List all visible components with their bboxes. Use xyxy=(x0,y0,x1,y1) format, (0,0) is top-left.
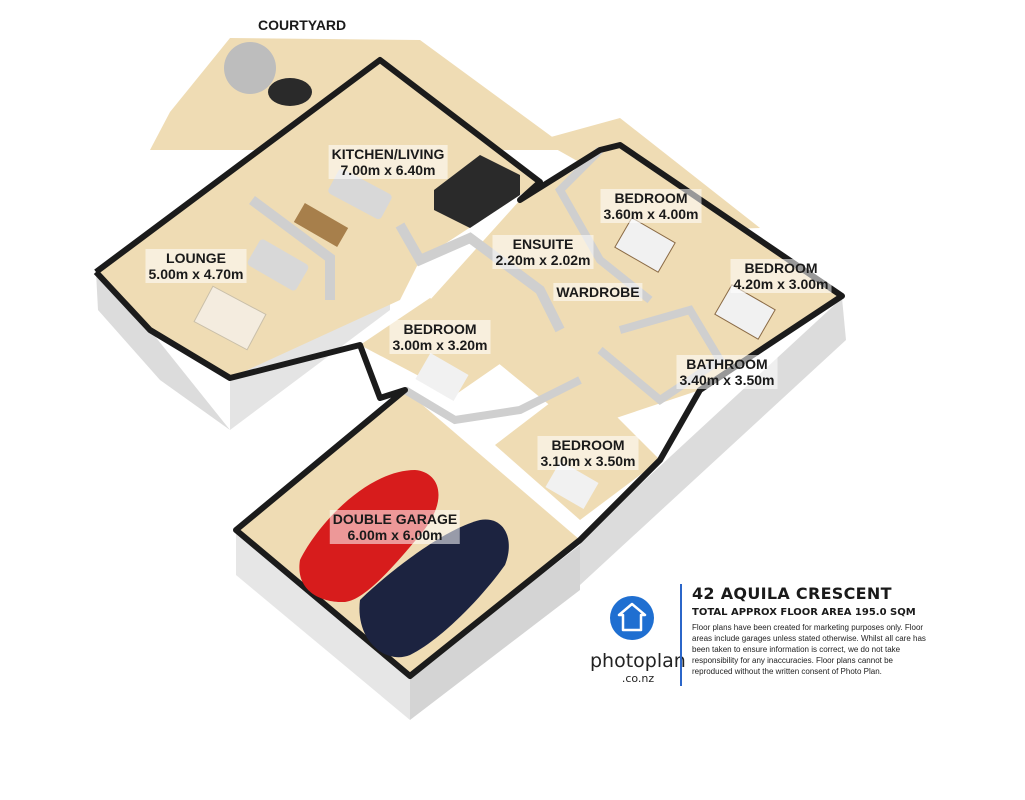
bed-3 xyxy=(415,353,469,401)
kitchen-bench xyxy=(434,155,520,228)
wall-ensuite xyxy=(395,222,565,333)
logo-house-icon xyxy=(617,602,647,632)
outdoor-table xyxy=(268,78,312,106)
wall-lounge-kitchen xyxy=(249,195,335,300)
east-wall xyxy=(580,298,846,585)
blue-car xyxy=(359,519,509,658)
rug-lounge xyxy=(193,285,267,351)
info-panel: 42 AQUILA CRESCENT TOTAL APPROX FLOOR AR… xyxy=(680,584,932,686)
floor-area: TOTAL APPROX FLOOR AREA 195.0 SQM xyxy=(692,607,916,618)
sofa-kitchen xyxy=(328,168,392,220)
logo-wordmark: photoplan xyxy=(590,650,686,672)
courtyard-label: COURTYARD xyxy=(258,17,347,33)
wall-top-main xyxy=(93,57,845,679)
bed-4 xyxy=(545,461,599,509)
label-wardrobe: WARDROBE xyxy=(553,283,643,301)
logo-domain: .co.nz xyxy=(621,672,655,685)
bed-1 xyxy=(614,217,676,273)
wall-garage-inner xyxy=(402,376,582,425)
wall-bedrooms xyxy=(555,147,653,304)
disclaimer: Floor plans have been created for market… xyxy=(692,623,926,676)
umbrella xyxy=(224,42,276,94)
property-address: 42 AQUILA CRESCENT xyxy=(692,584,892,603)
dining-table xyxy=(293,202,349,248)
garage-wall-side xyxy=(410,545,580,720)
sofa-lounge xyxy=(247,239,309,291)
logo-circle xyxy=(610,596,654,640)
garage-wall-front xyxy=(236,530,410,720)
bed-2 xyxy=(714,284,776,340)
